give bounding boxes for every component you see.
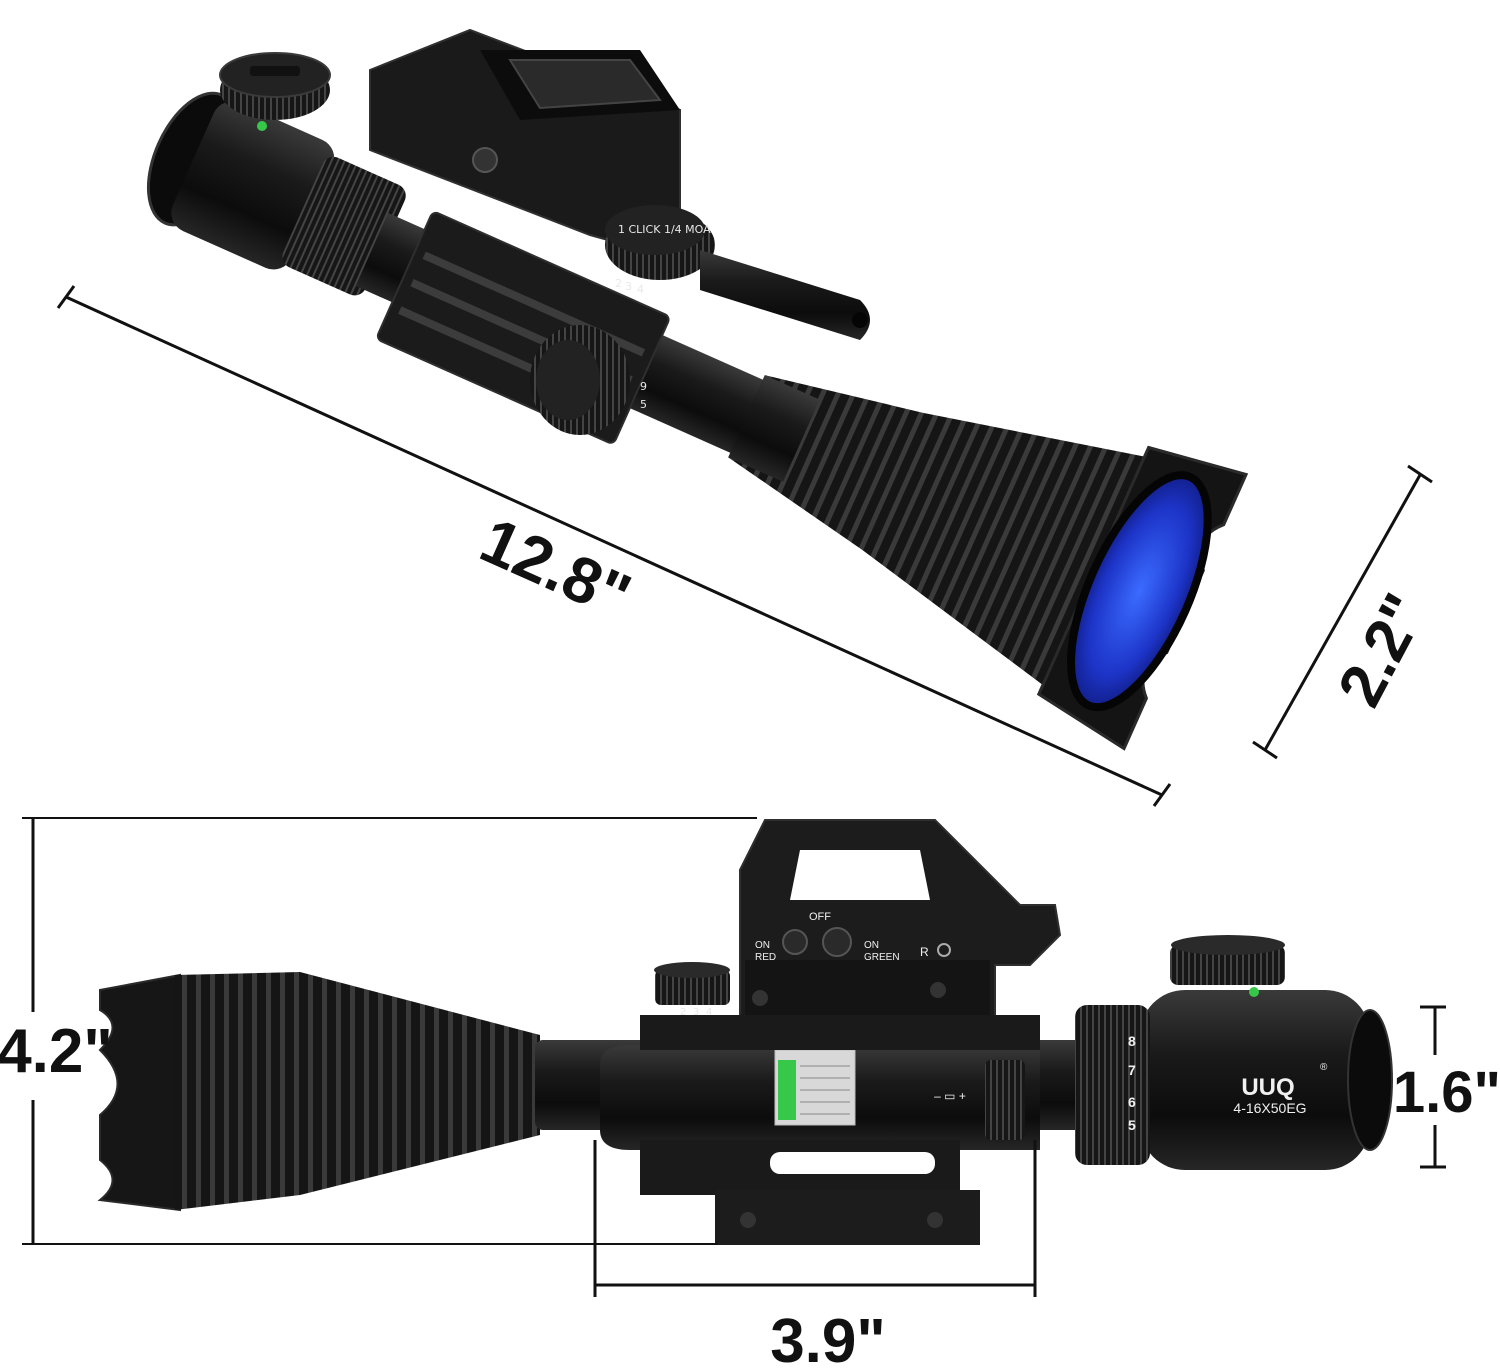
red-dot-window <box>508 59 662 110</box>
model-label: 4-16X50EG <box>1233 1100 1306 1116</box>
adjust-tick-2: 3 <box>625 280 632 293</box>
elevation-tick-1: 9 <box>640 380 647 393</box>
side-illumination-turret <box>1170 935 1285 997</box>
red-dot-sight <box>369 28 681 262</box>
side-adjust-tick-2: 3 <box>693 1007 699 1018</box>
brand-registered: ® <box>1320 1062 1328 1073</box>
reticle-label: R <box>920 945 929 959</box>
reticle-selector-icon <box>937 943 951 957</box>
zoom-tick-7: 7 <box>1128 1062 1136 1078</box>
side-adjust-tick-1: 2 <box>680 1007 686 1018</box>
zoom-tick-5: 5 <box>1128 1117 1136 1133</box>
turret-marking-top: 1 CLICK 1/4 MOA <box>618 223 711 236</box>
illumination-turret <box>219 52 331 131</box>
side-objective-bell <box>175 972 540 1210</box>
side-red-dot-sight: OFF ON RED ON GREEN R <box>739 819 1062 1021</box>
illumination-indicator <box>257 121 267 131</box>
side-windage-turret: 2 3 4 <box>654 962 730 1018</box>
zoom-tick-6: 6 <box>1128 1094 1136 1110</box>
dimension-tube: 1.6" <box>1393 1005 1500 1169</box>
on-red-line2: RED <box>755 952 776 963</box>
side-sunshade <box>97 973 181 1212</box>
tube-diameter-label: 1.6" <box>1393 1060 1500 1125</box>
windage-turret: 1 CLICK 1/4 MOA 2 3 4 <box>605 205 715 296</box>
off-label: OFF <box>809 911 831 923</box>
on-green-line2: GREEN <box>864 952 900 963</box>
laser-adjust-ring <box>985 1060 1025 1140</box>
side-eyepiece <box>1140 990 1370 1170</box>
zoom-tick-8: 8 <box>1128 1033 1136 1049</box>
side-zoom-ring <box>1075 1005 1150 1165</box>
on-red-button <box>782 929 808 955</box>
objective-diameter-label: 2.2" <box>1325 583 1440 717</box>
objective-lens <box>1071 475 1208 708</box>
on-red-line1: ON <box>755 940 770 951</box>
on-green-line1: ON <box>864 940 879 951</box>
elevation-turret: 9 5 <box>530 325 647 435</box>
side-laser-module: – ▭ + <box>600 1045 1040 1150</box>
side-red-dot-window <box>790 850 930 900</box>
battery-label: – ▭ + <box>934 1089 966 1103</box>
side-adjust-tick-3: 4 <box>706 1007 712 1018</box>
side-rail-mount <box>640 1015 1040 1245</box>
on-green-button <box>822 927 852 957</box>
adjust-tick-3: 4 <box>637 283 644 296</box>
brand-logo: UUQ <box>1241 1074 1294 1101</box>
eyepiece-bell <box>171 101 335 270</box>
adjust-tick-1: 2 <box>615 277 622 290</box>
laser-module <box>700 250 870 340</box>
scope-angled-view: 1 CLICK 1/4 MOA 2 3 4 9 5 <box>146 28 1249 751</box>
dimension-height: 4.2" <box>0 817 757 1245</box>
length-label: 12.8" <box>470 504 641 633</box>
objective-bell <box>728 375 1145 686</box>
dimension-mount-width: 3.9" <box>593 1140 1037 1368</box>
height-label: 4.2" <box>0 1017 113 1086</box>
elevation-tick-2: 5 <box>640 398 647 411</box>
mount-width-label: 3.9" <box>770 1307 886 1368</box>
dimension-objective: 2.2" <box>1252 464 1440 760</box>
scope-side-view: 5 6 7 8 UUQ ® 4-16X50EG 2 3 4 <box>97 819 1393 1245</box>
